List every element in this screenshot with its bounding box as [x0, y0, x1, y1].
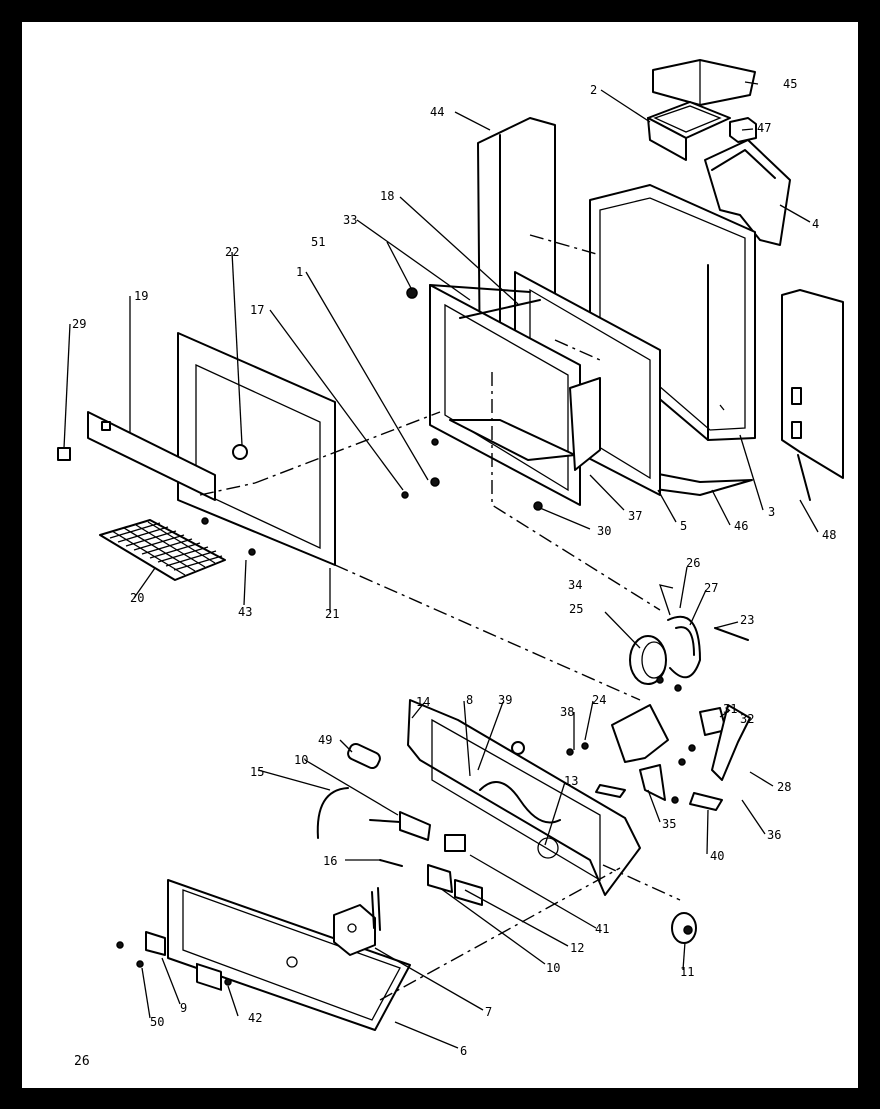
label-8: 8	[466, 693, 474, 707]
part-45-cover	[652, 59, 756, 106]
label-44: 44	[430, 105, 445, 119]
part-25-disc	[629, 635, 667, 685]
part-23-rod	[714, 627, 749, 641]
label-1: 1	[296, 265, 304, 279]
label-13: 13	[564, 774, 579, 788]
part-2-chute-frame	[647, 101, 731, 161]
label-39: 39	[498, 693, 513, 707]
label-20: 20	[130, 591, 145, 605]
label-9: 9	[180, 1001, 188, 1015]
label-34: 34	[568, 578, 583, 592]
label-29: 29	[72, 317, 87, 331]
part-37-bracket	[569, 377, 601, 471]
label-49: 49	[318, 733, 333, 747]
label-50: 50	[150, 1015, 165, 1029]
part-1-door-frame	[429, 284, 581, 506]
label-16: 16	[323, 854, 338, 868]
label-35: 35	[662, 817, 677, 831]
label-23: 23	[740, 613, 755, 627]
page-number: 26	[74, 1054, 90, 1069]
label-2: 2	[590, 83, 598, 97]
label-30: 30	[597, 524, 612, 538]
part-26-27-bracket	[667, 615, 701, 679]
part-19-trim	[87, 411, 216, 501]
label-7: 7	[485, 1005, 493, 1019]
part-6-panel	[167, 879, 411, 1031]
label-48: 48	[822, 528, 837, 542]
label-41: 41	[595, 922, 610, 936]
part-nut	[511, 741, 525, 755]
part-levers	[566, 676, 751, 811]
label-33: 33	[343, 213, 358, 227]
label-27: 27	[704, 581, 719, 595]
label-32: 32	[740, 712, 755, 726]
label-38: 38	[560, 705, 575, 719]
label-14: 14	[416, 695, 431, 709]
label-31: 31	[723, 702, 738, 716]
label-18: 18	[380, 189, 395, 203]
part-21-door-panel	[177, 332, 336, 566]
label-6: 6	[460, 1044, 468, 1058]
leader-lines	[63, 81, 819, 1049]
label-26: 26	[686, 556, 701, 570]
part-7-switch-block	[333, 887, 381, 956]
label-28: 28	[777, 780, 792, 794]
label-4: 4	[812, 217, 820, 231]
label-42: 42	[248, 1011, 263, 1025]
alignment-lines	[199, 234, 681, 1001]
label-51: 51	[311, 235, 326, 249]
part-11-knob	[671, 912, 697, 944]
label-22: 22	[225, 245, 240, 259]
label-19: 19	[134, 289, 149, 303]
label-17: 17	[250, 303, 265, 317]
part-46-strip	[647, 471, 753, 496]
label-15: 15	[250, 765, 265, 779]
label-21: 21	[325, 607, 340, 621]
label-24: 24	[592, 693, 607, 707]
part-29-clip	[57, 447, 71, 461]
label-10-lower: 10	[546, 961, 561, 975]
label-47: 47	[757, 121, 772, 135]
part-10-switch-a	[369, 811, 466, 852]
part-15-wire	[316, 787, 349, 839]
label-25: 25	[569, 602, 584, 616]
label-3: 3	[768, 505, 776, 519]
label-10-upper: 10	[294, 753, 309, 767]
part-48-panel	[781, 289, 844, 501]
label-11: 11	[680, 965, 695, 979]
part-16-screw	[379, 859, 403, 867]
label-36: 36	[767, 828, 782, 842]
label-12: 12	[570, 941, 585, 955]
part-20-grille	[99, 519, 226, 581]
label-5: 5	[680, 519, 688, 533]
part-9-bracket	[116, 931, 232, 986]
label-45: 45	[783, 77, 798, 91]
label-40: 40	[710, 849, 725, 863]
part-4-bucket	[704, 139, 791, 246]
label-46: 46	[734, 519, 749, 533]
label-37: 37	[628, 509, 643, 523]
label-43: 43	[238, 605, 253, 619]
part-49-cylinder	[347, 742, 381, 770]
